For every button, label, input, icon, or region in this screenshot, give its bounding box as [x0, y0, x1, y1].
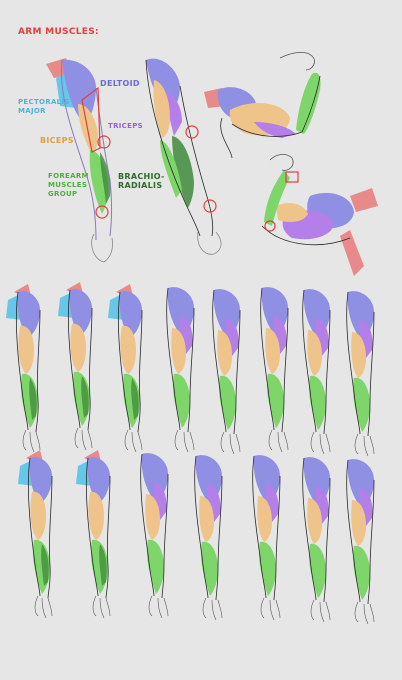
arm-flexed-lower [261, 154, 378, 276]
arm-back-view [145, 58, 222, 255]
study-arms-row-1 [5, 281, 375, 457]
label-triceps: TRICEPS [108, 122, 143, 130]
label-biceps: BICEPS [40, 136, 74, 145]
labeled-arm-front [46, 58, 113, 263]
label-forearm-muscles-group: FOREARM MUSCLES GROUP [48, 172, 89, 198]
arm-flexed-top [185, 52, 321, 159]
label-brachioradialis: BRACHIO- RADIALIS [118, 172, 165, 190]
label-pectoralis-major: PECTORALIS MAJOR [18, 98, 70, 115]
page-title: ARM MUSCLES: [18, 27, 99, 37]
study-arms-row-2 [17, 449, 375, 625]
label-deltoid: DELTOID [100, 79, 140, 88]
